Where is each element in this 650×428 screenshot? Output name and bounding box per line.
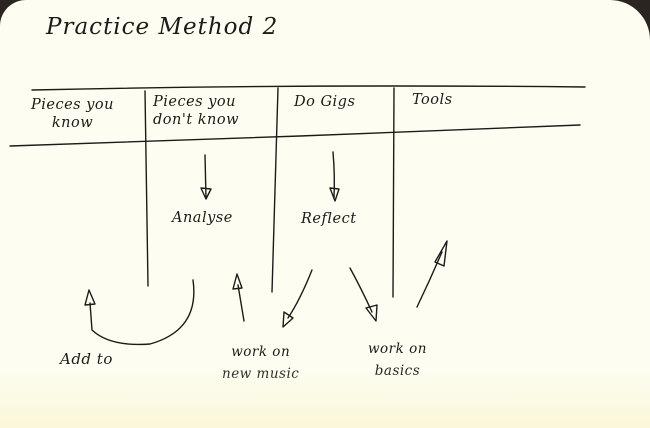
node-work-on-basics: work on basics xyxy=(368,338,427,382)
arrowhead-reflect xyxy=(329,187,340,202)
column-header-line: Pieces you xyxy=(31,97,114,113)
column-header-pieces-you-dont-know: Pieces you don't know xyxy=(153,93,263,129)
node-work-on-new-music: work on new music xyxy=(222,341,299,385)
arrowhead-up-new-music xyxy=(232,273,243,290)
column-header-line: don't know xyxy=(153,112,240,128)
arrowhead-tools xyxy=(434,240,448,267)
arrowhead-basics xyxy=(365,304,378,322)
arrow-up-new-music xyxy=(237,284,245,322)
arrow-to-reflect xyxy=(332,151,336,199)
column-divider-3 xyxy=(392,87,395,298)
column-header-pieces-you-know: Pieces you know xyxy=(20,96,125,132)
column-header-do-gigs: Do Gigs xyxy=(294,93,355,111)
column-header-line: Pieces you xyxy=(153,94,236,110)
arrowhead-analyse xyxy=(200,187,212,200)
node-reflect: Reflect xyxy=(301,211,357,227)
curve-add-to xyxy=(89,279,195,346)
arrow-basics-to-tools xyxy=(416,251,443,308)
arrowhead-new-music xyxy=(282,311,294,328)
column-header-line: know xyxy=(51,115,94,131)
node-analyse: Analyse xyxy=(172,210,233,226)
arrow-to-analyse xyxy=(204,154,207,199)
arrow-reflect-to-basics xyxy=(349,267,373,313)
node-line: work on xyxy=(231,344,291,360)
label-add-to: Add to xyxy=(60,350,113,368)
column-header-line: Tools xyxy=(412,92,453,108)
node-line: new music xyxy=(222,366,300,382)
column-header-line: Do Gigs xyxy=(294,94,356,110)
arrowhead-add-to xyxy=(84,289,96,306)
column-divider-1 xyxy=(144,90,149,287)
diagram-title: Practice Method 2 xyxy=(46,14,279,40)
table-top-line xyxy=(31,85,586,91)
arrow-reflect-to-new-music xyxy=(287,269,313,319)
node-line: basics xyxy=(374,363,421,379)
column-divider-2 xyxy=(271,87,279,293)
node-line: work on xyxy=(368,341,427,357)
table-header-line xyxy=(9,124,581,147)
column-header-tools: Tools xyxy=(412,91,453,109)
